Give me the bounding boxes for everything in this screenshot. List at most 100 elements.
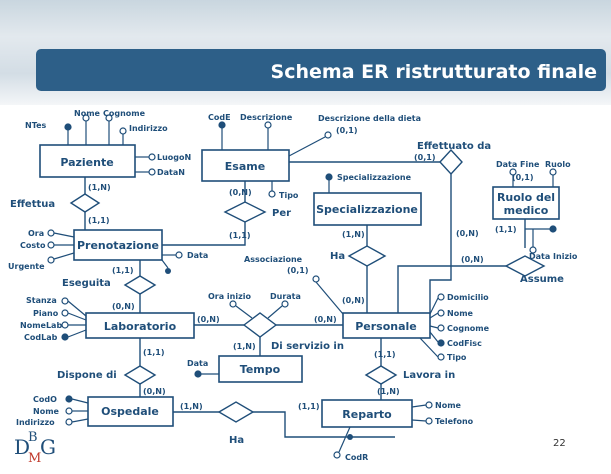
svg-text:CodLab: CodLab xyxy=(24,333,58,342)
attribute-nome-ospedale: Nome xyxy=(33,407,88,416)
entity-specializzazione: Specializzazione xyxy=(313,192,422,226)
card-esame-effettuato-da: (0,1) xyxy=(414,153,435,162)
svg-text:CodE: CodE xyxy=(208,113,231,122)
card-associazione: (0,1) xyxy=(287,266,308,275)
svg-text:Descrizione della dieta: Descrizione della dieta xyxy=(318,114,421,123)
entity-reparto: Reparto xyxy=(321,399,413,428)
svg-text:medico: medico xyxy=(504,204,549,217)
svg-text:Cognome: Cognome xyxy=(447,324,490,333)
svg-text:LuogoN: LuogoN xyxy=(157,153,191,162)
card-esame-per: (0,N) xyxy=(229,188,252,197)
svg-text:Data: Data xyxy=(187,359,208,368)
relationship-dispone-di xyxy=(123,365,157,385)
line-ha-reparto xyxy=(253,411,395,438)
card-personale-assume: (0,N) xyxy=(461,255,484,264)
attribute-indirizzo-ospedale: Indirizzo xyxy=(16,418,89,427)
attribute-nome-reparto: Nome xyxy=(411,401,462,410)
attribute-telefono: Telefono xyxy=(411,417,474,426)
card-laboratorio-eseguita: (0,N) xyxy=(112,302,135,311)
svg-text:Stanza: Stanza xyxy=(26,296,57,305)
attribute-data-fine: Data Fine xyxy=(496,160,540,187)
entity-laboratorio: Laboratorio xyxy=(85,312,195,339)
svg-text:DataN: DataN xyxy=(157,168,185,177)
page-number: 22 xyxy=(553,438,566,449)
attribute-codlab: CodLab xyxy=(24,329,87,342)
card-prenotazione-per: (1,1) xyxy=(229,231,250,240)
title-bar xyxy=(36,49,606,91)
card-laboratorio-dispone: (1,1) xyxy=(143,348,164,357)
connection-lines xyxy=(84,161,526,438)
relationship-effettua xyxy=(69,193,101,213)
svg-text:CodO: CodO xyxy=(33,395,57,404)
prenotazione-key-line xyxy=(161,259,169,269)
card-laboratorio-servizio: (0,N) xyxy=(197,315,220,324)
attribute-durata: Durata xyxy=(267,292,301,319)
attribute-tipo-esame: Tipo xyxy=(268,181,299,200)
card-ruolo-assume: (1,1) xyxy=(495,225,516,234)
entity-esame: Esame xyxy=(201,149,290,182)
card-specializzazione-ha: (1,N) xyxy=(342,230,365,239)
svg-text:Data Fine: Data Fine xyxy=(496,160,540,169)
svg-text:Costo: Costo xyxy=(20,241,46,250)
attribute-data-prenotazione: Data xyxy=(162,251,208,260)
slide-title: Schema ER ristrutturato finale xyxy=(271,61,597,83)
svg-text:Indirizzo: Indirizzo xyxy=(129,124,168,133)
attribute-nome-personale: Nome xyxy=(429,309,474,319)
svg-text:Ora: Ora xyxy=(28,229,44,238)
card-dieta: (0,1) xyxy=(336,126,357,135)
svg-text:Domicilio: Domicilio xyxy=(447,293,489,302)
attribute-descrizione: Descrizione xyxy=(240,113,293,150)
attribute-data-tempo: Data xyxy=(187,359,219,378)
attribute-indirizzo-paziente: Indirizzo xyxy=(119,124,168,145)
svg-text:Descrizione: Descrizione xyxy=(240,113,293,122)
attribute-data-inizio: Data Inizio xyxy=(525,225,578,261)
entity-paziente: Paziente xyxy=(39,144,136,178)
svg-text:B: B xyxy=(28,430,38,445)
attribute-descrizione-dieta: Descrizione della dieta xyxy=(288,114,421,157)
card-personale-servizio: (0,N) xyxy=(314,315,337,324)
svg-text:Telefono: Telefono xyxy=(435,417,474,426)
attribute-cognome-personale: Cognome xyxy=(429,324,490,333)
attribute-code: CodE xyxy=(208,113,231,150)
attribute-costo: Costo xyxy=(20,241,74,250)
svg-text:Data Inizio: Data Inizio xyxy=(529,252,578,261)
svg-text:Nome: Nome xyxy=(74,109,101,118)
svg-text:CodR: CodR xyxy=(345,453,368,462)
attribute-nome-paziente: Nome xyxy=(74,109,101,145)
svg-text:Nome: Nome xyxy=(435,401,462,410)
svg-text:G: G xyxy=(40,435,56,459)
entity-ospedale: Ospedale xyxy=(87,396,174,427)
svg-text:Piano: Piano xyxy=(33,309,59,318)
relationship-ha-reparto xyxy=(217,401,255,423)
svg-text:D: D xyxy=(14,435,30,459)
attribute-codr: CodR xyxy=(333,426,368,462)
entity-prenotazione: Prenotazione xyxy=(73,229,163,261)
svg-text:Tipo: Tipo xyxy=(447,353,467,362)
attribute-stanza: Stanza xyxy=(26,296,87,317)
svg-text:Nome: Nome xyxy=(33,407,60,416)
relationship-eseguita-label: Eseguita xyxy=(62,278,111,289)
relationship-per xyxy=(223,201,267,223)
attribute-ruolo: Ruolo xyxy=(545,160,571,187)
attribute-associazione: Associazione xyxy=(244,255,344,315)
relationship-ha-specializzazione-label: Ha xyxy=(330,251,345,262)
svg-text:Specializzazione: Specializzazione xyxy=(337,173,412,182)
svg-text:Personale: Personale xyxy=(355,320,417,333)
line-per-prenotazione xyxy=(162,222,246,246)
relationship-ha-reparto-label: Ha xyxy=(229,435,244,446)
relationship-effettuato-da xyxy=(439,148,463,176)
svg-text:Prenotazione: Prenotazione xyxy=(77,239,159,252)
attribute-cognome-paziente: Cognome xyxy=(103,109,146,145)
svg-text:NomeLab: NomeLab xyxy=(20,321,62,330)
card-data-fine: (0,1) xyxy=(512,173,533,182)
attribute-codo: CodO xyxy=(33,395,89,404)
svg-text:Specializzazione: Specializzazione xyxy=(316,203,418,216)
svg-text:Esame: Esame xyxy=(225,160,265,173)
svg-text:Ruolo del: Ruolo del xyxy=(497,191,555,204)
svg-text:Data: Data xyxy=(187,251,208,260)
attribute-tipo-personale: Tipo xyxy=(419,337,467,362)
svg-text:Tempo: Tempo xyxy=(240,363,281,376)
attribute-nomelab: NomeLab xyxy=(20,321,86,330)
svg-text:NTes: NTes xyxy=(25,121,47,130)
attribute-datan: DataN xyxy=(135,168,185,177)
